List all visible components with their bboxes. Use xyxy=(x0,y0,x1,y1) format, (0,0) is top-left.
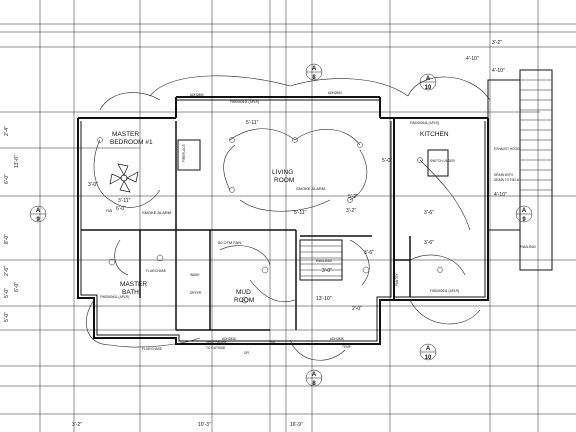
dimension-label: 3'-0" xyxy=(322,268,332,274)
dimension-label: 3'-2" xyxy=(72,422,82,428)
section-marker-letter: A xyxy=(426,346,431,352)
dimension-label: 13'-0" xyxy=(14,155,20,168)
temp-label: TEMP xyxy=(342,345,351,349)
section-marker: A 10 xyxy=(419,343,437,361)
section-marker-letter: A xyxy=(522,208,527,214)
section-marker-sheet: 9 xyxy=(36,217,40,223)
smoke-alarm-label: SMOKE ALARM xyxy=(296,186,325,191)
dimension-label: 3'-6" xyxy=(424,240,434,246)
section-marker-letter: A xyxy=(36,208,41,214)
dimension-label: 5'-0" xyxy=(4,288,10,298)
flue-chase-label: FLUE/CHASE xyxy=(142,347,162,351)
dimension-label: 10'-3" xyxy=(198,422,211,428)
railing-label: RAILING xyxy=(520,244,536,249)
section-marker: A 9 xyxy=(515,205,533,223)
room-label-living-2: ROOM xyxy=(274,177,294,184)
room-label-living: LIVING xyxy=(272,169,293,176)
interior-walls xyxy=(81,121,449,331)
drain-label-2: DRAIN TO FIELD xyxy=(494,178,520,182)
room-label-master-bath-2: BATH xyxy=(122,289,139,296)
room-label-kitchen: KITCHEN xyxy=(420,131,449,138)
window-tag: ADH2850 xyxy=(328,91,342,95)
railing-label: RAILING xyxy=(316,258,332,263)
room-label-master-bedroom: MASTER xyxy=(112,131,139,138)
vent-dryer-label: VENT DRYER xyxy=(206,341,227,345)
wash-label: WASH xyxy=(190,273,200,277)
window-tag: ADH2836 xyxy=(222,337,236,341)
section-marker-letter: A xyxy=(312,66,317,72)
exhaust-hood-label: EXHAUST HOOD xyxy=(494,147,520,151)
dimension-label: 3'-6" xyxy=(364,250,374,256)
window-tag: FWD060611 (APLR) xyxy=(410,121,439,125)
section-marker: A 10 xyxy=(419,73,437,91)
dimension-label: 5'-0" xyxy=(382,158,392,164)
dimension-label: 5'-2" xyxy=(348,194,358,200)
section-marker: A 9 xyxy=(29,205,47,223)
gfi-label: GFI xyxy=(244,351,249,355)
fireplace-label: FIREPLACE xyxy=(182,144,186,162)
section-marker-sheet: 9 xyxy=(522,217,526,223)
dimension-label: 6'-0" xyxy=(14,282,20,292)
light-fixtures xyxy=(97,137,443,304)
dimension-label: 3'-0" xyxy=(88,182,98,188)
switch-under-label: SWITCH UNDER xyxy=(430,159,455,163)
dimension-label: 3'-6" xyxy=(424,210,434,216)
room-label-master-bedroom-2: BEDROOM #1 xyxy=(110,139,153,146)
fan-label: FAN xyxy=(106,209,113,213)
dimension-label: 6'-0" xyxy=(116,206,126,212)
section-marker-sheet: 8 xyxy=(312,381,316,387)
section-marker: A 8 xyxy=(305,63,323,81)
room-label-mud-room-2: ROOM xyxy=(234,297,254,304)
dimension-label: 4'-10" xyxy=(466,56,479,62)
exterior-stair xyxy=(487,69,553,271)
ceiling-fan-icon xyxy=(109,163,139,193)
section-marker-sheet: 10 xyxy=(425,85,432,91)
pantry-label: PANTRY xyxy=(395,272,399,286)
window-tag: ADH2850 xyxy=(190,93,204,97)
flue-chase-label: FLUE/CHASE xyxy=(146,269,166,273)
section-marker-letter: A xyxy=(426,76,431,82)
room-label-master-bath: MASTER xyxy=(120,281,147,288)
dimension-label: 3'-2" xyxy=(346,208,356,214)
section-marker-sheet: 10 xyxy=(425,355,432,361)
circuit-arcs xyxy=(86,75,491,361)
dimension-label: 2'-0" xyxy=(352,306,362,312)
exhaust-fan-label: 50 CFM FAN xyxy=(218,240,241,245)
dimension-label: 2'-6" xyxy=(4,266,10,276)
dimension-label: 2'-4" xyxy=(4,126,10,136)
dimension-label: 3'-2" xyxy=(492,40,502,46)
dimension-label: 8'-0" xyxy=(4,234,10,244)
window-tag: ADH2836 xyxy=(330,337,344,341)
interior-stair xyxy=(300,245,342,277)
section-marker: A 8 xyxy=(305,369,323,387)
section-marker-sheet: 8 xyxy=(312,75,316,81)
section-marker-letter: A xyxy=(312,372,317,378)
dimension-label: 5'-0" xyxy=(4,312,10,322)
dryer-label: DRYER xyxy=(190,291,202,295)
dimension-label: 5'-11" xyxy=(246,120,259,126)
dimension-label: 5'-11" xyxy=(294,210,307,216)
room-label-mud-room: MUD xyxy=(236,289,251,296)
window-tag: FWD060611 (APLR) xyxy=(230,100,259,104)
dimension-label: 3'-11" xyxy=(118,198,131,204)
gfi-label: GFI xyxy=(270,341,275,345)
drain-label: DRAIN WITH xyxy=(494,173,514,177)
window-tag: FWD060611 (APLR) xyxy=(100,295,129,299)
smoke-alarm-label: SMOKE ALARM xyxy=(142,210,171,215)
dimension-label: 6'-0" xyxy=(4,174,10,184)
dimension-label: 4'-10" xyxy=(492,68,505,74)
dimension-label: 16'-9" xyxy=(290,422,303,428)
vent-dryer-label-2: TO OUTSIDE xyxy=(206,346,225,350)
window-tag: FWD060611 (APLR) xyxy=(430,289,459,293)
exterior-walls xyxy=(77,96,489,345)
dimension-label: 13'-10" xyxy=(316,296,332,302)
dimension-label: 4'-10" xyxy=(494,192,507,198)
